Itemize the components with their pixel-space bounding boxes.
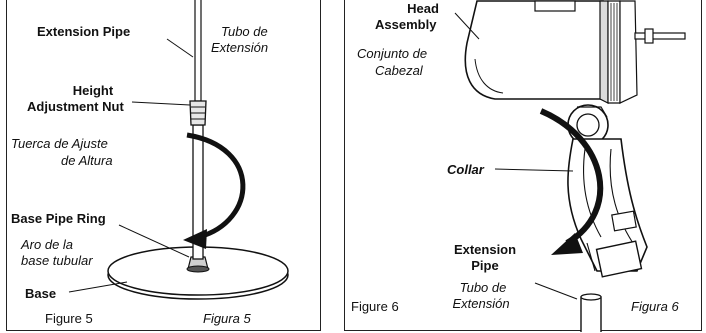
collar-label: Collar bbox=[447, 162, 484, 177]
tuerca-label: Tuerca de Ajuste bbox=[11, 136, 108, 151]
assembly-label: Assembly bbox=[375, 17, 437, 32]
figure-5-illustration bbox=[68, 0, 289, 300]
base-pipe-ring-label: Base Pipe Ring bbox=[11, 211, 106, 226]
figura-5-caption: Figura 5 bbox=[203, 311, 251, 326]
cabezal-label: Cabezal bbox=[375, 63, 423, 78]
adjustment-nut-label: Adjustment Nut bbox=[27, 99, 124, 114]
extension-label: Extension bbox=[453, 242, 517, 257]
aro-label: Aro de la bbox=[21, 237, 74, 252]
collar bbox=[567, 138, 648, 272]
tubo-de-label-6: Tubo de bbox=[459, 280, 507, 295]
figure-5-caption: Figure 5 bbox=[45, 311, 93, 326]
extension-es-label: Extensión bbox=[211, 40, 269, 55]
de-altura-label: de Altura bbox=[61, 153, 113, 168]
figure-6-panel: Head Assembly Conjunto de Cabezal Collar… bbox=[344, 0, 702, 332]
pipe-label: Pipe bbox=[471, 258, 499, 273]
figure-5-panel: Extension Pipe Tubo de Extensión Height … bbox=[6, 0, 321, 331]
conjunto-label: Conjunto de bbox=[357, 46, 428, 61]
figure-6-illustration bbox=[454, 0, 686, 332]
rotate-arrow bbox=[539, 108, 604, 246]
extension-pipe-stub bbox=[580, 296, 602, 332]
extension-pipe bbox=[194, 0, 202, 102]
height-label: Height bbox=[72, 83, 114, 98]
tighten-arrow bbox=[186, 132, 246, 240]
head-assembly bbox=[464, 0, 604, 100]
base-label: Base bbox=[25, 286, 57, 301]
extension-pipe-label: Extension Pipe bbox=[37, 24, 131, 39]
base-tubular-label: base tubular bbox=[21, 253, 93, 268]
extension-es-label-6: Extensión bbox=[452, 296, 510, 311]
tubo-de-label: Tubo de bbox=[221, 24, 268, 39]
figure-6-caption: Figure 6 bbox=[351, 299, 399, 314]
figura-6-caption: Figura 6 bbox=[631, 299, 679, 314]
head-label: Head bbox=[407, 1, 439, 16]
